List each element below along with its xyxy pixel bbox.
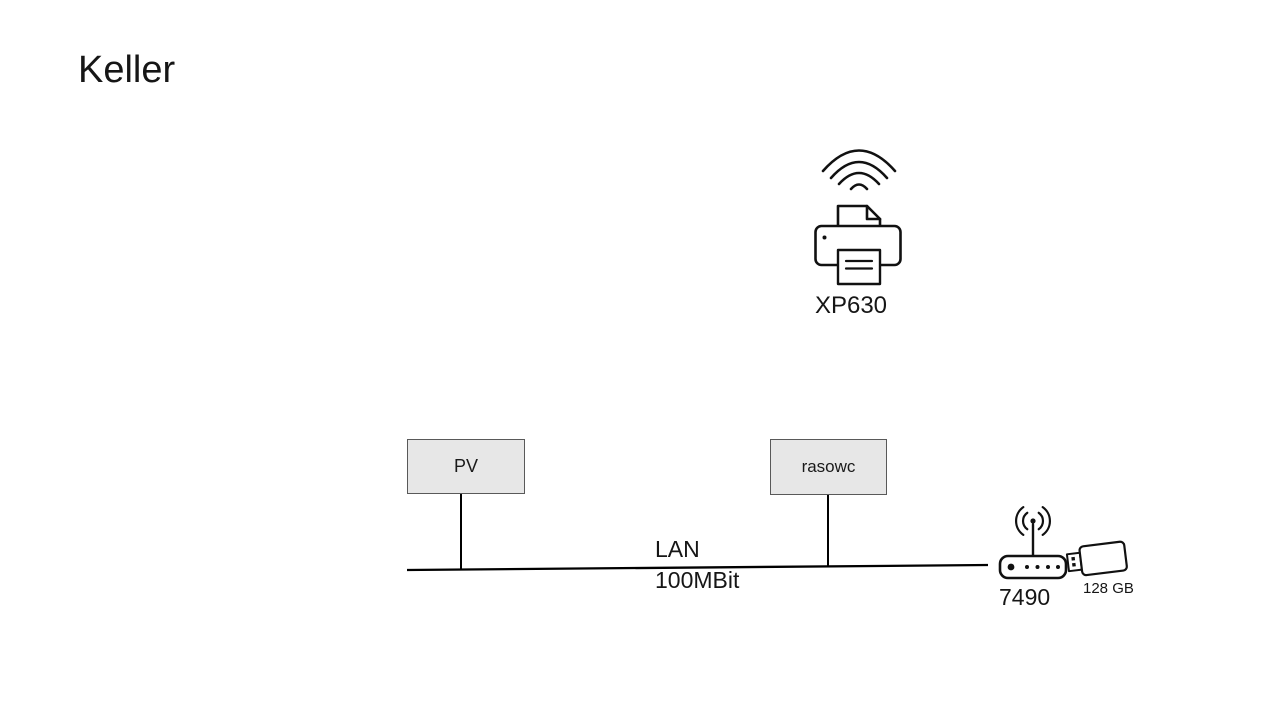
printer-led (822, 235, 827, 240)
lan-speed-label: 100MBit (655, 567, 740, 593)
device-box-pv: PV (407, 439, 525, 494)
device-box-pv-label: PV (453, 456, 478, 476)
router-indicator-dots (1007, 563, 1060, 571)
printer-output-lines (844, 259, 874, 270)
router-label: 7490 (999, 584, 1051, 610)
router-body (998, 554, 1068, 580)
printer-paper (836, 204, 882, 228)
router-antenna-tip (1030, 518, 1036, 524)
usb-connector-pins (1071, 556, 1076, 567)
slide-title: Keller (78, 49, 176, 91)
usb-label: 128 GB (1083, 580, 1134, 597)
printer-output-tray (836, 248, 882, 286)
wifi-router-icon (998, 506, 1068, 580)
usb-stick-icon (1065, 540, 1128, 577)
device-box-rasowc-label: rasowc (801, 457, 856, 476)
usb-connector (1065, 551, 1083, 573)
wireless-printer-icon (814, 149, 902, 286)
printer-body (814, 224, 902, 267)
usb-body (1078, 540, 1128, 577)
wifi-signal-icon (821, 149, 897, 191)
lan-label: LAN (655, 536, 700, 562)
router-signal-arcs (1014, 506, 1052, 536)
device-box-rasowc: rasowc (770, 439, 887, 495)
printer-label: XP630 (814, 292, 888, 319)
